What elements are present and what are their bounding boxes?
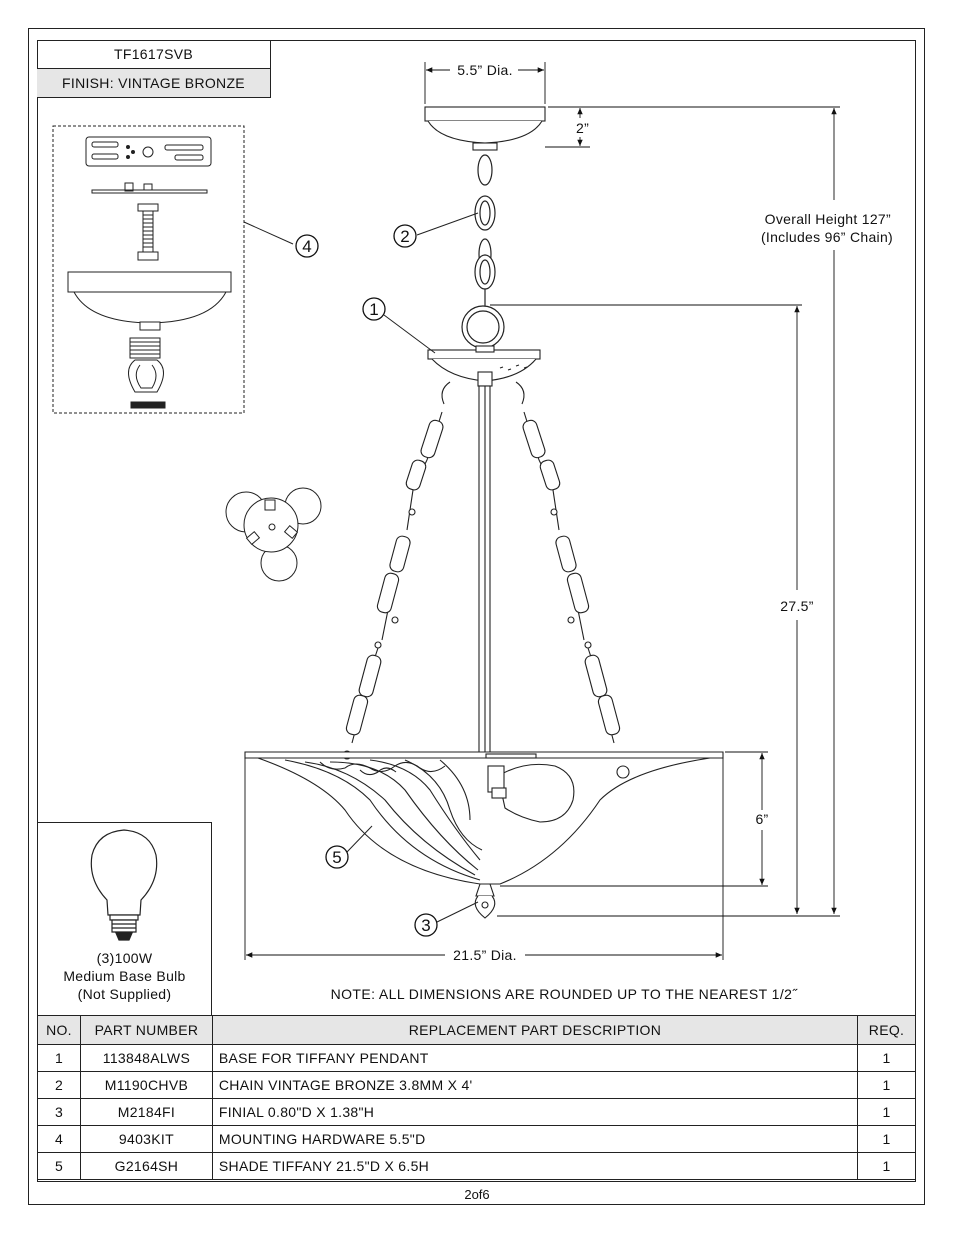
row-part-number: 113848ALWS	[79, 1044, 213, 1072]
dim-shade-dia	[244, 758, 724, 960]
dimension-note: NOTE: ALL DIMENSIONS ARE ROUNDED UP TO T…	[330, 986, 798, 1002]
row-req: 1	[857, 1098, 916, 1126]
table-row: 5 G2164SH SHADE TIFFANY 21.5"D X 6.5H 1	[37, 1152, 916, 1180]
drawing-frame	[37, 40, 916, 1182]
callout-2: 2	[393, 212, 479, 248]
table-row: 4 9403KIT MOUNTING HARDWARE 5.5"D 1	[37, 1125, 916, 1153]
title-block: TF1617SVB FINISH: VINTAGE BRONZE	[37, 40, 271, 98]
row-no: 5	[37, 1152, 81, 1180]
row-description: BASE FOR TIFFANY PENDANT	[211, 1044, 859, 1072]
dim-overall-height	[497, 108, 840, 917]
row-part-number: M2184FI	[79, 1098, 213, 1126]
callout-1-label: 1	[369, 300, 378, 319]
row-part-number: M1190CHVB	[79, 1071, 213, 1099]
finish-label: FINISH: VINTAGE BRONZE	[37, 69, 270, 97]
table-row: 1 113848ALWS BASE FOR TIFFANY PENDANT 1	[37, 1044, 916, 1072]
hanging-chain	[461, 154, 505, 349]
page-border	[28, 28, 925, 1205]
row-no: 4	[37, 1125, 81, 1153]
pendant-base	[427, 345, 541, 757]
canopy-height-label: 2”	[576, 120, 589, 136]
page-number: 2of6	[464, 1187, 490, 1202]
col-no: NO.	[37, 1015, 81, 1045]
callout-5: 5	[325, 825, 373, 869]
side-chain-right	[515, 381, 630, 779]
bulb-note: (Not Supplied)	[77, 986, 172, 1002]
row-part-number: G2164SH	[79, 1152, 213, 1180]
row-req: 1	[857, 1125, 916, 1153]
callout-4-label: 4	[302, 237, 311, 256]
callout-1: 1	[362, 297, 436, 354]
tiffany-shade	[244, 751, 724, 919]
bulb-type: Medium Base Bulb	[63, 968, 186, 984]
dim-canopy-height	[545, 106, 840, 148]
bulb-info-box: (3)100W Medium Base Bulb (Not Supplied)	[37, 822, 212, 1015]
row-no: 1	[37, 1044, 81, 1072]
callout-4: 4	[295, 234, 319, 258]
row-description: MOUNTING HARDWARE 5.5"D	[211, 1125, 859, 1153]
row-part-number: 9403KIT	[79, 1125, 213, 1153]
light-bulb-icon	[90, 829, 158, 941]
row-no: 2	[37, 1071, 81, 1099]
parts-table: NO. PART NUMBER REPLACEMENT PART DESCRIP…	[37, 1015, 916, 1180]
callout-3-label: 3	[421, 916, 430, 935]
overall-height-label: Overall Height 127”	[765, 211, 891, 227]
shade-dia-label: 21.5” Dia.	[453, 947, 517, 963]
dim-canopy-dia	[424, 62, 546, 104]
table-row: 3 M2184FI FINIAL 0.80"D X 1.38"H 1	[37, 1098, 916, 1126]
socket-cluster-top-view	[225, 487, 322, 582]
row-description: FINIAL 0.80"D X 1.38"H	[211, 1098, 859, 1126]
row-no: 3	[37, 1098, 81, 1126]
row-description: SHADE TIFFANY 21.5"D X 6.5H	[211, 1152, 859, 1180]
col-req: REQ.	[857, 1015, 916, 1045]
col-description: REPLACEMENT PART DESCRIPTION	[211, 1015, 859, 1045]
callout-3: 3	[414, 901, 479, 937]
row-req: 1	[857, 1044, 916, 1072]
mounting-hardware-detail	[52, 125, 294, 414]
parts-table-header: NO. PART NUMBER REPLACEMENT PART DESCRIP…	[37, 1015, 916, 1045]
ceiling-canopy	[424, 106, 546, 151]
bulb-wattage: (3)100W	[96, 950, 153, 966]
canopy-dia-label: 5.5” Dia.	[457, 62, 513, 78]
col-part-number: PART NUMBER	[79, 1015, 213, 1045]
bulb-spec: (3)100W Medium Base Bulb (Not Supplied)	[37, 949, 212, 1003]
side-chain-left	[342, 381, 451, 760]
fixture-height-label: 27.5”	[780, 598, 813, 614]
callout-2-label: 2	[400, 227, 409, 246]
overall-height-chain-label: (Includes 96” Chain)	[761, 229, 893, 245]
model-number: TF1617SVB	[37, 40, 270, 69]
row-req: 1	[857, 1152, 916, 1180]
row-req: 1	[857, 1071, 916, 1099]
row-description: CHAIN VINTAGE BRONZE 3.8MM X 4'	[211, 1071, 859, 1099]
shade-height-label: 6”	[755, 811, 768, 827]
dim-fixture-height	[490, 304, 802, 914]
callout-5-label: 5	[332, 848, 341, 867]
table-row: 2 M1190CHVB CHAIN VINTAGE BRONZE 3.8MM X…	[37, 1071, 916, 1099]
